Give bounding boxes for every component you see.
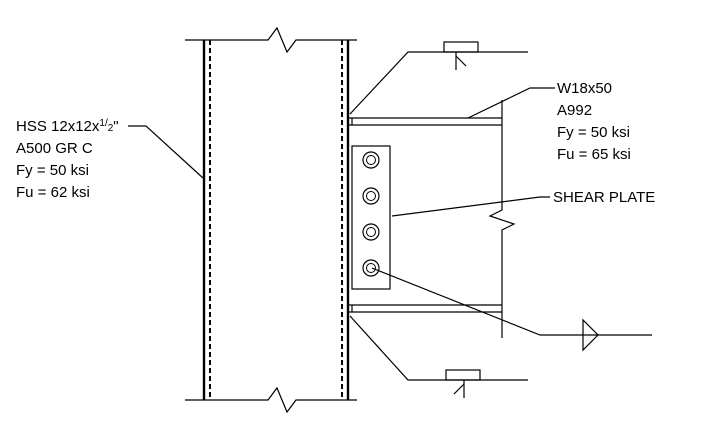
beam-fy-text: Fy = 50 ksi bbox=[557, 124, 630, 141]
bolt-group bbox=[362, 151, 380, 277]
bottom-weld-leader bbox=[349, 315, 420, 381]
bottom-marker-box bbox=[445, 369, 481, 381]
hss-label: HSS 12x12x1/2" A500 GR C Fy = 50 ksi Fu … bbox=[16, 118, 119, 201]
top-weld-leader bbox=[349, 51, 420, 115]
beam-leader bbox=[467, 87, 555, 119]
fillet-weld-symbol bbox=[582, 318, 599, 352]
top-marker-tick bbox=[455, 55, 467, 67]
column-top-break-line bbox=[185, 26, 357, 54]
beam-label: W18x50 A992 Fy = 50 ksi Fu = 65 ksi bbox=[557, 80, 631, 163]
beam-grade-text: A992 bbox=[557, 102, 592, 119]
bolt-1 bbox=[362, 151, 380, 169]
bolt-hole-1 bbox=[366, 155, 376, 165]
column-bottom-break-line bbox=[185, 386, 357, 414]
top-elevation-marker bbox=[349, 41, 479, 115]
shear-plate-outline bbox=[351, 145, 391, 290]
hss-size-text: HSS 12x12x1/2" bbox=[16, 118, 119, 135]
bottom-marker-tick bbox=[453, 383, 465, 395]
hss-fu-text: Fu = 62 ksi bbox=[16, 184, 90, 201]
top-marker-box bbox=[443, 41, 479, 53]
hss-grade-text: A500 GR C bbox=[16, 140, 93, 157]
bolt-hole-2 bbox=[366, 191, 376, 201]
beam-break-line bbox=[488, 100, 516, 338]
weld-symbol-leader bbox=[371, 267, 652, 336]
hss-leader bbox=[128, 125, 204, 179]
w-beam bbox=[348, 51, 528, 381]
beam-fu-text: Fu = 65 ksi bbox=[557, 146, 631, 163]
beam-size-text: W18x50 bbox=[557, 80, 612, 97]
bolt-hole-3 bbox=[366, 227, 376, 237]
bolt-2 bbox=[362, 187, 380, 205]
bolt-4 bbox=[362, 259, 380, 277]
bolt-hole-4 bbox=[366, 263, 376, 273]
shear-plate-label: SHEAR PLATE bbox=[553, 189, 655, 206]
shear-plate-leader bbox=[391, 196, 550, 217]
hss-fy-text: Fy = 50 ksi bbox=[16, 162, 89, 179]
hss-column bbox=[185, 26, 357, 414]
bottom-elevation-marker bbox=[349, 315, 481, 398]
bolt-3 bbox=[362, 223, 380, 241]
shear-plate bbox=[351, 145, 391, 290]
